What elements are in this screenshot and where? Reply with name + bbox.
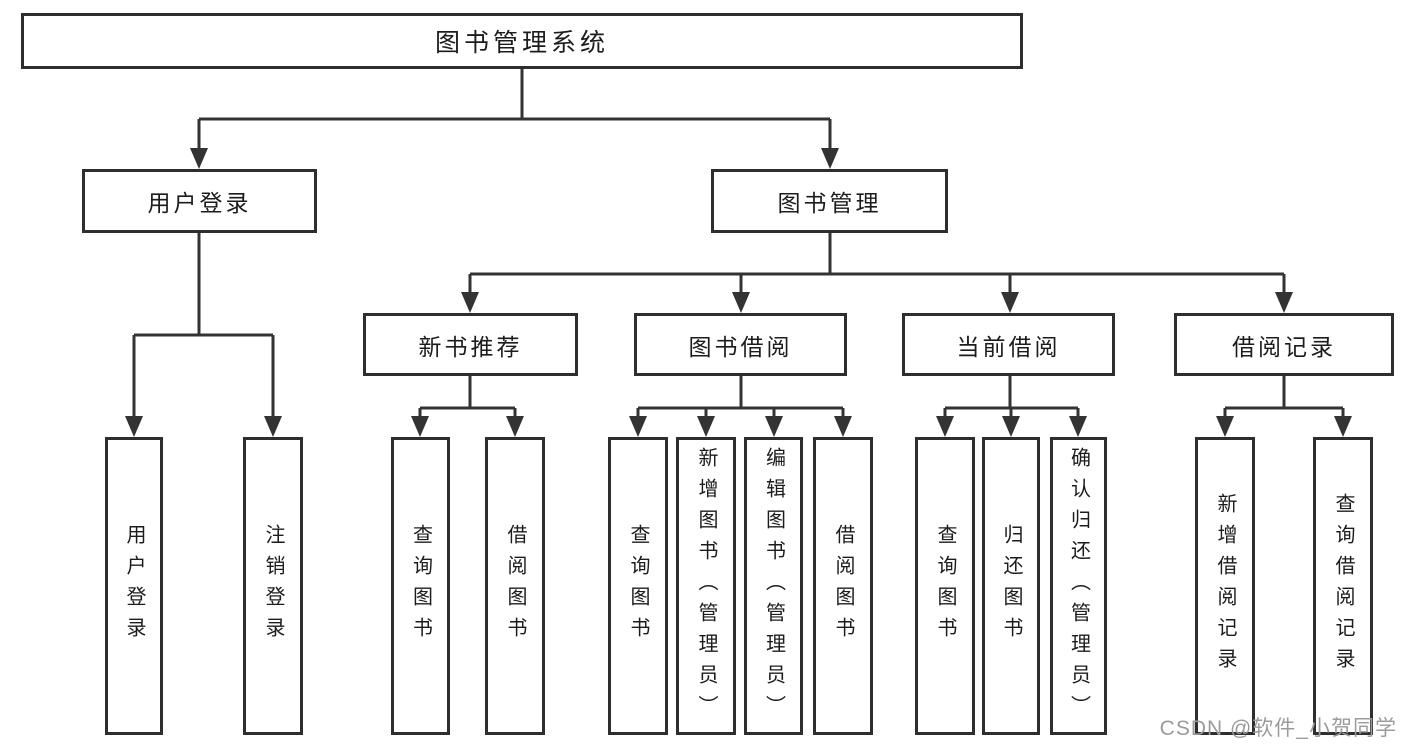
leaf-confirm-return-admin: 确认归还（管理员） xyxy=(1050,437,1107,735)
leaf-query-book-2: 查询图书 xyxy=(608,437,668,735)
leaf-user-login: 用户登录 xyxy=(105,437,163,735)
node-new-book-recommend: 新书推荐 xyxy=(363,313,578,376)
leaf-borrow-book-2: 借阅图书 xyxy=(813,437,873,735)
leaf-query-book-1: 查询图书 xyxy=(391,437,450,735)
leaf-borrow-book-1: 借阅图书 xyxy=(485,437,545,735)
node-borrow-record: 借阅记录 xyxy=(1174,313,1394,376)
leaf-add-borrow-record: 新增借阅记录 xyxy=(1195,437,1255,735)
leaf-add-book-admin: 新增图书（管理员） xyxy=(676,437,736,735)
leaf-logout: 注销登录 xyxy=(243,437,303,735)
leaf-edit-book-admin: 编辑图书（管理员） xyxy=(744,437,803,735)
csdn-watermark: CSDN @软件_小贺同学 xyxy=(1159,717,1397,740)
node-current-borrow: 当前借阅 xyxy=(902,313,1115,376)
arrowheads xyxy=(125,148,1352,437)
node-book-management: 图书管理 xyxy=(711,169,948,233)
node-book-borrow: 图书借阅 xyxy=(634,313,847,376)
leaf-query-book-3: 查询图书 xyxy=(915,437,975,735)
leaf-return-book: 归还图书 xyxy=(982,437,1040,735)
node-root-system: 图书管理系统 xyxy=(21,13,1023,69)
node-user-login: 用户登录 xyxy=(82,169,317,233)
leaf-query-borrow-record: 查询借阅记录 xyxy=(1313,437,1373,735)
